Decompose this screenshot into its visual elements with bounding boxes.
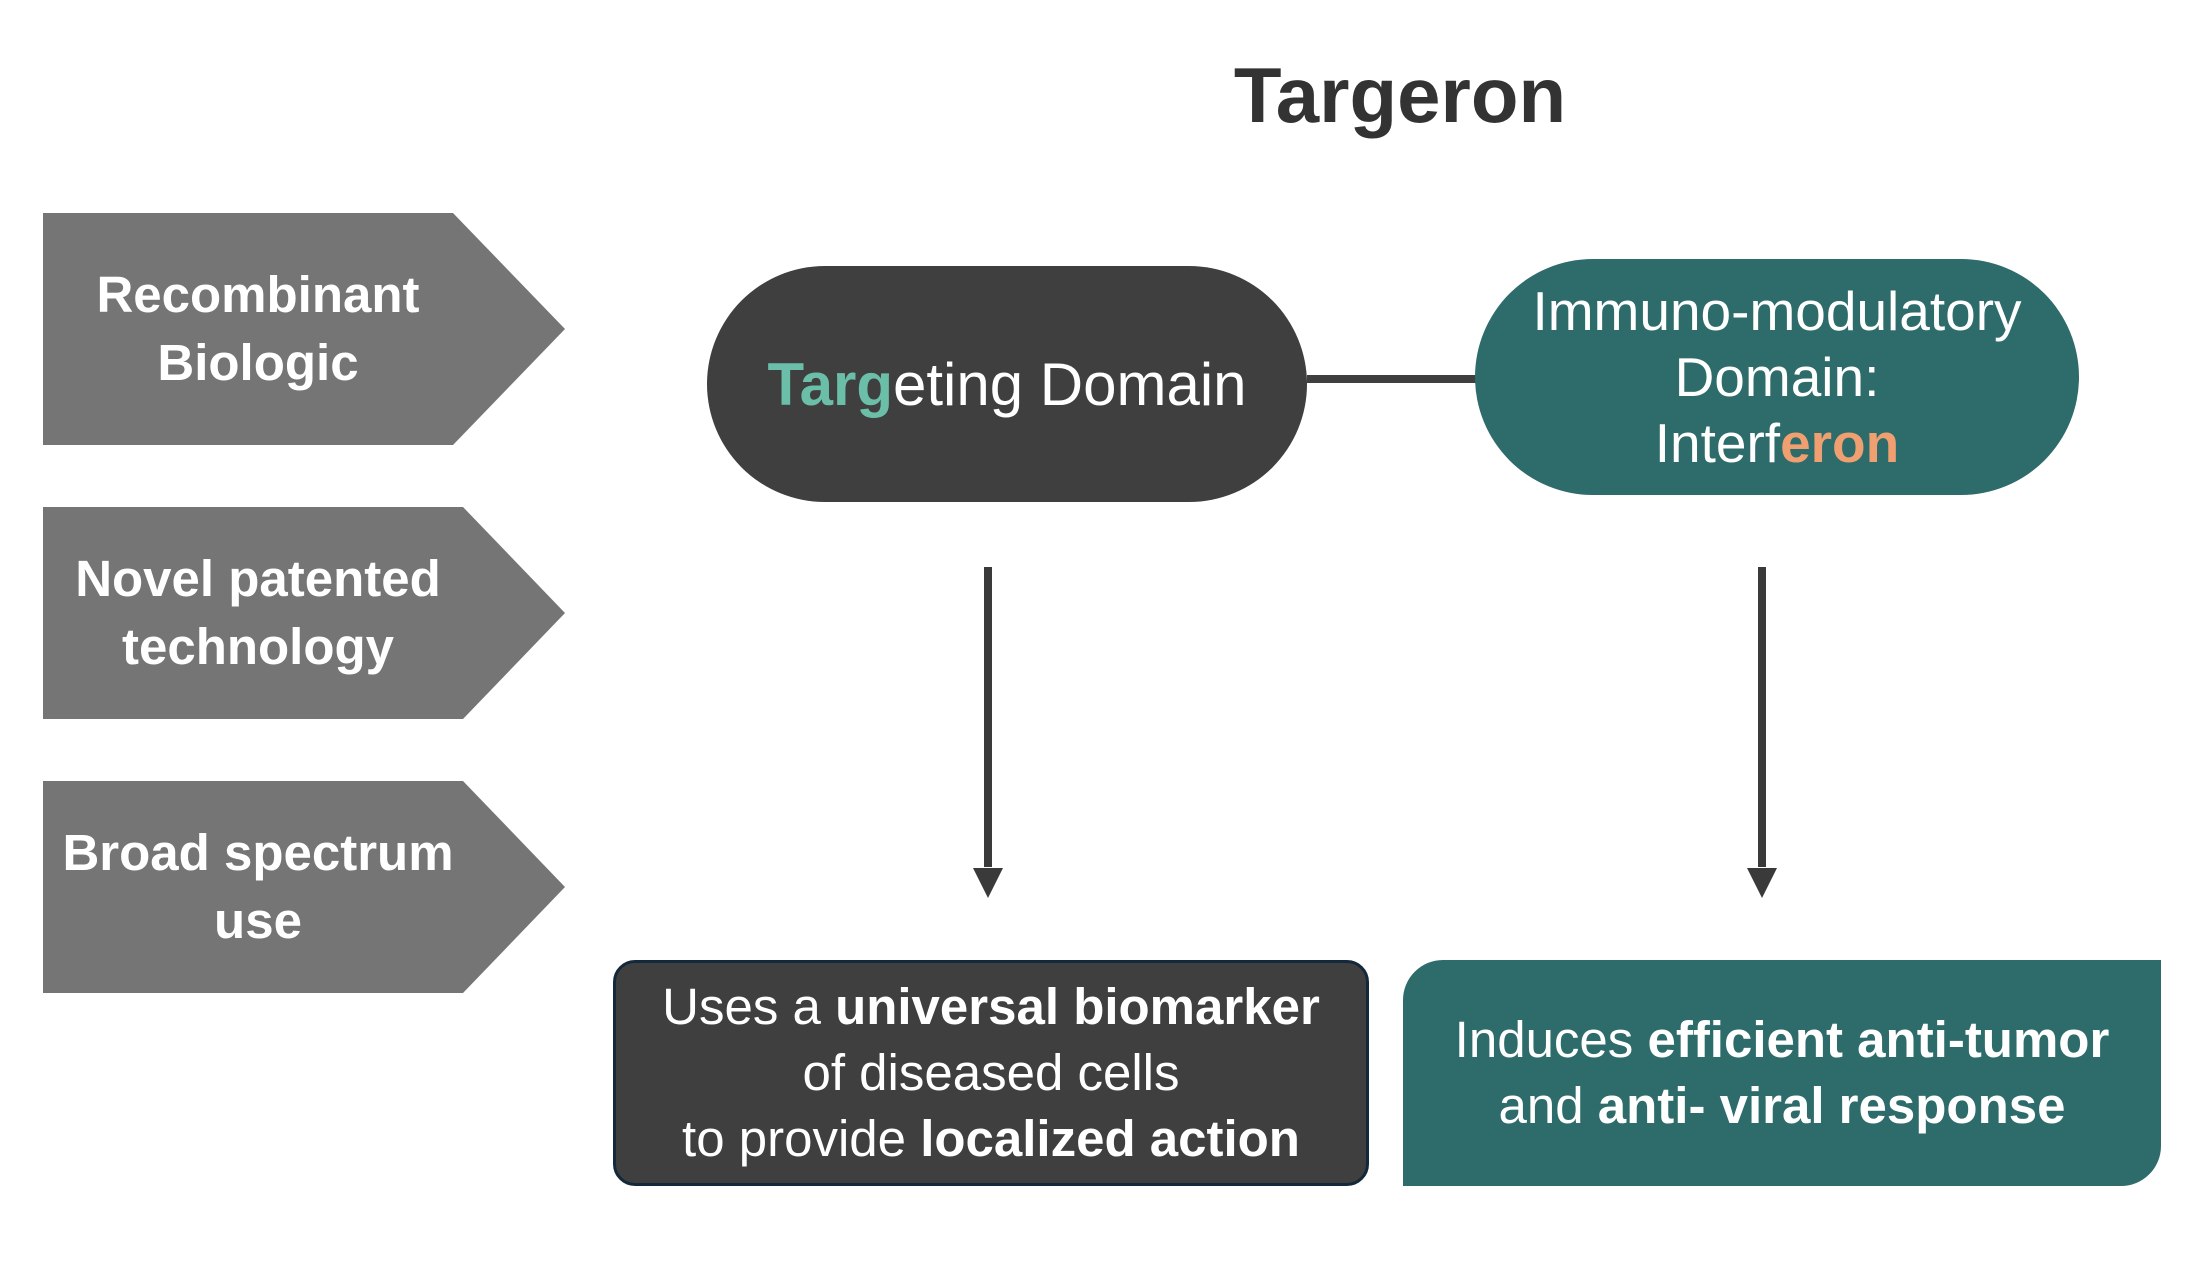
result-box-targeting: Uses a universal biomarker of diseased c… [613,960,1369,1186]
result-left-text: Uses a universal biomarker of diseased c… [662,974,1320,1172]
result-left-bold1: universal biomarker [835,978,1320,1035]
feature-chevron-novel: Novel patented technology [43,507,565,719]
result-right-text: Induces efficient anti-tumor and anti- v… [1455,1007,2110,1139]
targeting-domain-node: Targeting Domain [707,266,1307,502]
arrow-down-right [1758,567,1766,867]
result-left-part3: to provide [682,1110,921,1167]
feature-label-line1: Broad spectrum [62,824,454,881]
result-right-part2: and [1498,1077,1598,1134]
feature-label-line1: Novel patented [75,550,441,607]
result-box-immuno: Induces efficient anti-tumor and anti- v… [1403,960,2161,1186]
targeting-rest: eting Domain [893,350,1247,418]
page-title: Targeron [1233,51,1567,139]
immuno-line3: Interferon [1532,410,2021,476]
immuno-line1: Immuno-modulatory [1532,280,2022,342]
feature-chevron-broad: Broad spectrum use [43,781,565,993]
targeting-highlight-g: g [856,350,894,418]
immuno-line2: Domain: [1674,346,1880,408]
targeting-highlight-tar: Tar [767,350,857,418]
immuno-domain-label: Immuno-modulatory Domain: Interferon [1532,278,2021,476]
feature-chevron-recombinant: Recombinant Biologic [43,213,565,445]
domain-connector-line [1307,375,1477,383]
feature-label-line2: Biologic [157,334,359,391]
result-left-part1: Uses a [662,978,836,1035]
feature-label-line2: technology [121,618,394,675]
result-left-bold2: localized action [920,1110,1300,1167]
targeting-domain-label: Targeting Domain [767,350,1246,419]
feature-label-line2: use [214,892,302,949]
feature-label-line1: Recombinant [96,266,420,323]
immuno-line3-prefix: Interf [1654,412,1781,474]
result-left-part2: of diseased cells [802,1044,1180,1101]
arrow-head-left-icon [973,868,1003,898]
result-right-bold1: efficient anti-tumor [1647,1011,2110,1068]
immuno-domain-node: Immuno-modulatory Domain: Interferon [1475,259,2079,495]
result-right-bold2: anti- viral response [1597,1077,2066,1134]
arrow-head-right-icon [1747,868,1777,898]
arrow-down-left [984,567,992,867]
result-right-part1: Induces [1454,1011,1648,1068]
immuno-line3-highlight: eron [1780,412,1900,474]
